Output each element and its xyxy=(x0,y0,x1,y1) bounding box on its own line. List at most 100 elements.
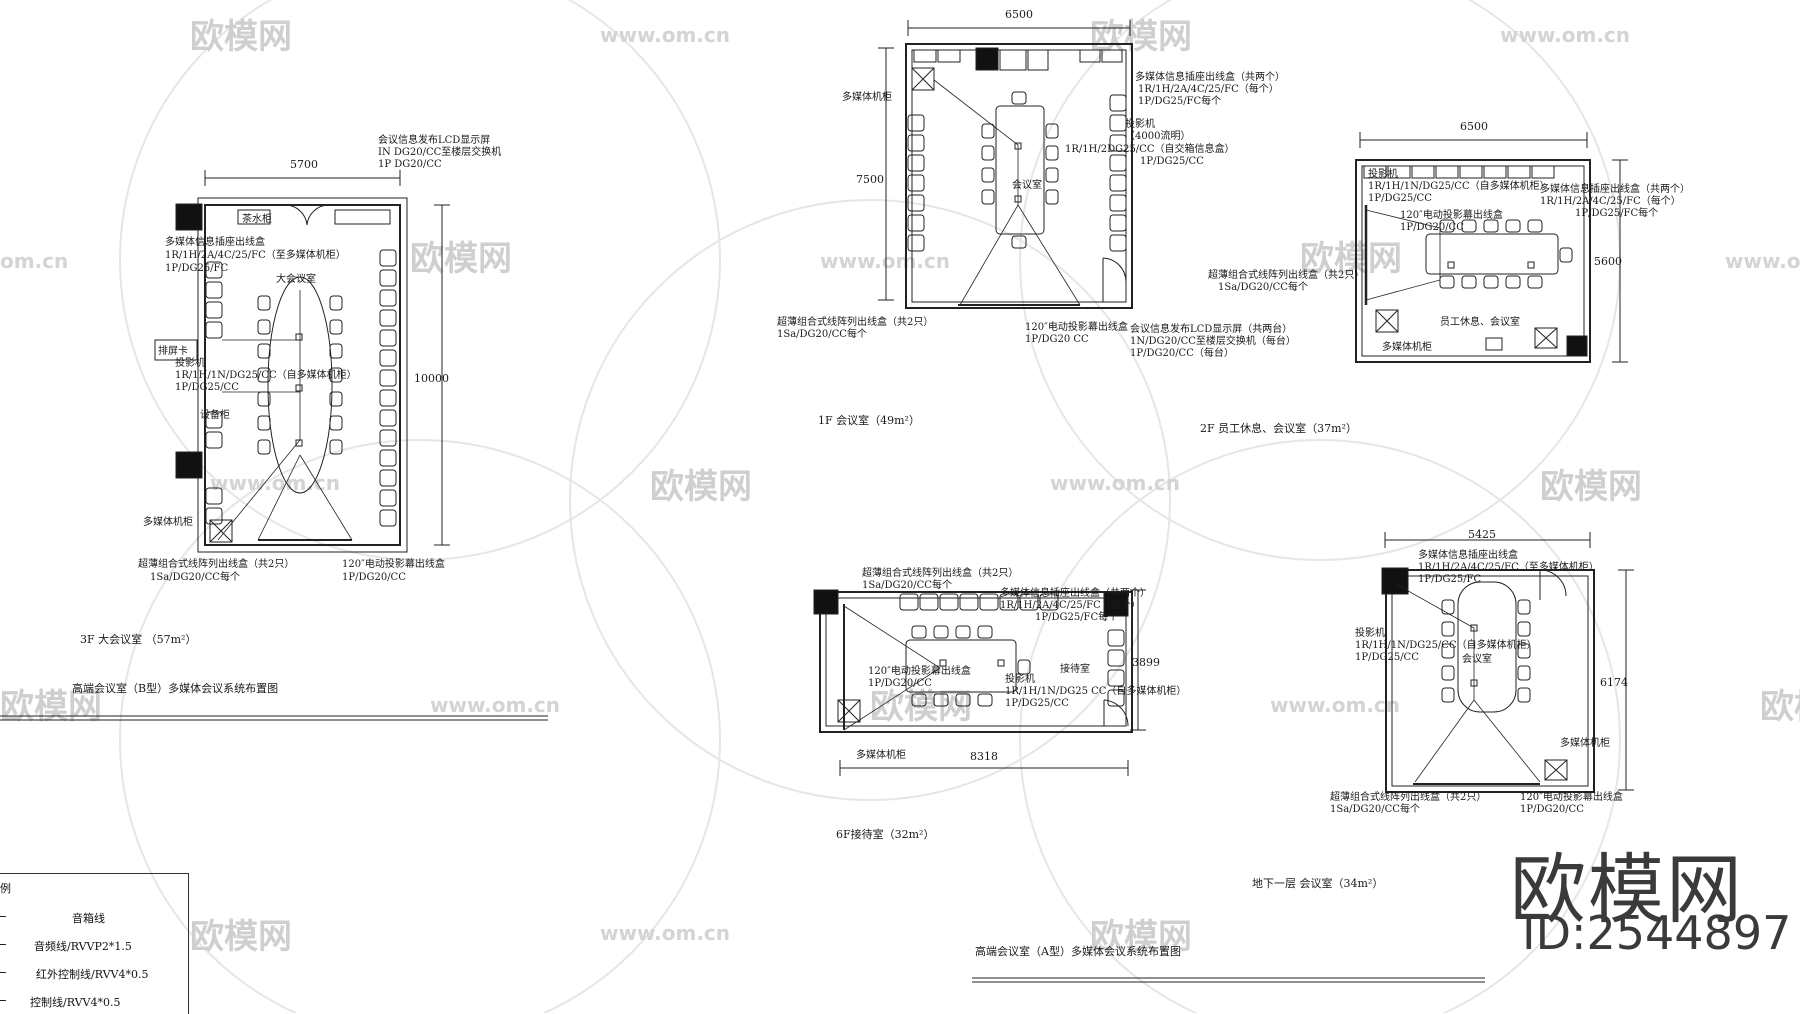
legend-line-icon xyxy=(0,1000,6,1001)
label-array-a: 1Sa/DG20/CC每个 xyxy=(1330,802,1420,815)
label-cabinet: 多媒体机柜 xyxy=(143,515,193,528)
svg-text:www.om.cn: www.om.cn xyxy=(1500,23,1630,47)
label-socket-b: 1P/DG25/FC xyxy=(165,263,228,274)
label-array: 超薄组合式线阵列出线盒（共2只） xyxy=(138,557,294,570)
label-socket-b: 1P/DG25/FC xyxy=(1418,574,1481,585)
caption-3f: 3F 大会议室 （57m²） xyxy=(80,632,196,646)
label-projector: 投影机 xyxy=(1005,672,1035,685)
label-socket-b: 1P/DG25/FC每个 xyxy=(1138,94,1221,107)
label-screen: 120″电动投影幕出线盒 xyxy=(342,557,445,570)
legend-item-label: 音频线/RVVP2*1.5 xyxy=(34,940,132,953)
dim-1f-height: 7500 xyxy=(856,173,884,186)
label-array-a: 1Sa/DG20/CC每个 xyxy=(777,327,867,340)
label-socket: 多媒体信息插座出线盒 xyxy=(1418,548,1518,561)
svg-text:www.om.cn: www.om.cn xyxy=(430,693,560,717)
legend-item-label: 音箱线 xyxy=(72,912,105,925)
label-socket: 多媒体信息插座出线盒（共两个） xyxy=(1540,182,1690,195)
svg-text:www.om.cn: www.om.cn xyxy=(820,249,950,273)
label-proj-lumen: （4000流明） xyxy=(1125,129,1190,142)
label-lcd-b: 1P/DG20/CC（每台） xyxy=(1130,346,1234,359)
svg-text:欧模网: 欧模网 xyxy=(870,687,972,727)
svg-text:欧模网: 欧模网 xyxy=(410,239,512,279)
label-cabinet: 多媒体机柜 xyxy=(856,748,906,761)
conference-table xyxy=(995,105,1045,235)
legend-line-icon xyxy=(0,916,6,917)
brand-id-text: ID:2544897 xyxy=(1522,906,1792,960)
svg-text:欧模网: 欧模网 xyxy=(1300,239,1402,279)
dim-6f-height: 3899 xyxy=(1132,656,1160,669)
watermark-url: www.om.cn www.om.cn om.cn www.om.cn www.… xyxy=(0,23,1800,945)
label-screen: 120″电动投影幕出线盒 xyxy=(1520,790,1623,803)
dim-b1-width: 5425 xyxy=(1468,528,1496,541)
label-cabinet: 多媒体机柜 xyxy=(1382,340,1432,353)
label-proj-b: 1P/DG25/CC xyxy=(1140,156,1204,167)
label-screen-side: 排屏卡 xyxy=(158,344,188,357)
label-proj-b: 1P/DG25/CC xyxy=(175,382,239,393)
label-screen: 120″电动投影幕出线盒 xyxy=(868,664,971,677)
svg-text:欧模网: 欧模网 xyxy=(1760,687,1800,727)
label-lcd: 会议信息发布LCD显示屏 xyxy=(378,133,490,146)
label-cabinet: 多媒体机柜 xyxy=(1560,736,1610,749)
room-label: 大会议室 xyxy=(276,272,316,285)
label-proj-b: 1P/DG25/CC xyxy=(1355,652,1419,663)
dim-2f-width: 6500 xyxy=(1460,120,1488,133)
watermark-logo: 欧模网 欧模网 欧模网 欧模网 欧模网 欧模网 欧模网 欧模网 欧模网 欧模网 … xyxy=(0,17,1800,957)
room-label: 会议室 xyxy=(1012,178,1042,191)
room-label: 接待室 xyxy=(1060,662,1090,675)
legend-title: 例 xyxy=(0,882,11,895)
dim-3f-height: 10000 xyxy=(414,372,449,385)
legend-item-label: 红外控制线/RVV4*0.5 xyxy=(36,968,149,981)
label-cabinet: 多媒体机柜 xyxy=(842,90,892,103)
svg-text:欧模网: 欧模网 xyxy=(1090,917,1192,957)
svg-text:www.om.cn: www.om.cn xyxy=(600,23,730,47)
dim-b1-height: 6174 xyxy=(1600,676,1628,689)
label-proj-b: 1P/DG25/CC xyxy=(1368,193,1432,204)
label-lcd-a: 1N/DG20/CC至楼层交换机（每台） xyxy=(1130,334,1296,347)
svg-text:om.cn: om.cn xyxy=(0,249,68,273)
reception-table xyxy=(905,639,1017,693)
caption-1f: 1F 会议室（49m²） xyxy=(818,413,920,427)
dim-1f-width: 6500 xyxy=(1005,8,1033,21)
svg-text:www.om.cn: www.om.cn xyxy=(1725,249,1800,273)
label-screen: 120″电动投影幕出线盒 xyxy=(1400,208,1503,221)
label-socket-a: 1R/1H/2A/4C/25/FC（至多媒体机柜） xyxy=(1418,560,1599,573)
room-2f: 6500 5600 投影机 1R/1H/1N xyxy=(1200,120,1690,435)
svg-text:欧模网: 欧模网 xyxy=(190,917,292,957)
caption-6f: 6F接待室（32m²） xyxy=(836,827,934,841)
legend-panel: 例 音箱线 音频线/RVVP2*1.5 红外控制线/RVV4*0.5 控制线/R… xyxy=(0,873,189,1014)
label-socket: 多媒体信息插座出线盒（共两个） xyxy=(1135,70,1285,83)
label-array-a: 1Sa/DG20/CC每个 xyxy=(150,570,240,583)
label-proj-a: 1R/1H/1N/DG25 CC（自多媒体机柜） xyxy=(1005,684,1186,697)
label-screen-a: 1P/DG20/CC xyxy=(1520,804,1584,815)
label-projector: 投影机 xyxy=(175,356,205,369)
legend-line-icon xyxy=(0,972,6,973)
svg-text:www.om.cn: www.om.cn xyxy=(1050,471,1180,495)
svg-text:欧模网: 欧模网 xyxy=(190,17,292,57)
svg-text:www.om.cn: www.om.cn xyxy=(600,921,730,945)
label-screen-a: 1P/DG20 CC xyxy=(1025,334,1089,345)
label-projector: 投影机 xyxy=(1125,117,1155,130)
label-proj-a: 1R/1H/1N/DG25/CC（自多媒体机柜） xyxy=(1368,179,1550,192)
legend-item-label: 控制线/RVV4*0.5 xyxy=(30,996,121,1009)
label-lcd-a: IN DG20/CC至楼层交换机 xyxy=(378,145,501,158)
brand-logo-text: 欧模网 xyxy=(1510,845,1744,934)
label-socket-a: 1R/1H/2A/4C/25/FC（每个） xyxy=(1540,194,1681,207)
svg-text:www.om.cn: www.om.cn xyxy=(1270,693,1400,717)
room-3f: 5700 10000 xyxy=(0,133,548,721)
label-screen: 120″电动投影幕出线盒 xyxy=(1025,320,1128,333)
caption-2f: 2F 员工休息、会议室（37m²） xyxy=(1200,421,1357,435)
label-array-a: 1Sa/DG20/CC每个 xyxy=(862,578,952,591)
svg-text:欧模网: 欧模网 xyxy=(1090,17,1192,57)
conference-table xyxy=(1457,581,1517,713)
room-label: 员工休息、会议室 xyxy=(1440,315,1520,328)
room-6f: 8318 3899 超薄组合式线阵列出线盒（共2只） xyxy=(813,566,1485,983)
label-socket-b: 1P/DG25/FC每个 xyxy=(1575,206,1658,219)
label-tea: 茶水柜 xyxy=(242,212,272,225)
label-array: 超薄组合式线阵列出线盒（共2只） xyxy=(1208,268,1364,281)
label-screen-a: 1P/DG20/CC xyxy=(1400,222,1464,233)
label-socket-b: 1P/DG25/FC每个 xyxy=(1035,610,1118,623)
label-proj-a: 1R/1H/2DG25/CC（自交箱信息盒） xyxy=(1065,142,1234,155)
sheet-title-bottom: 高端会议室（A型）多媒体会议系统布置图 xyxy=(975,944,1181,958)
